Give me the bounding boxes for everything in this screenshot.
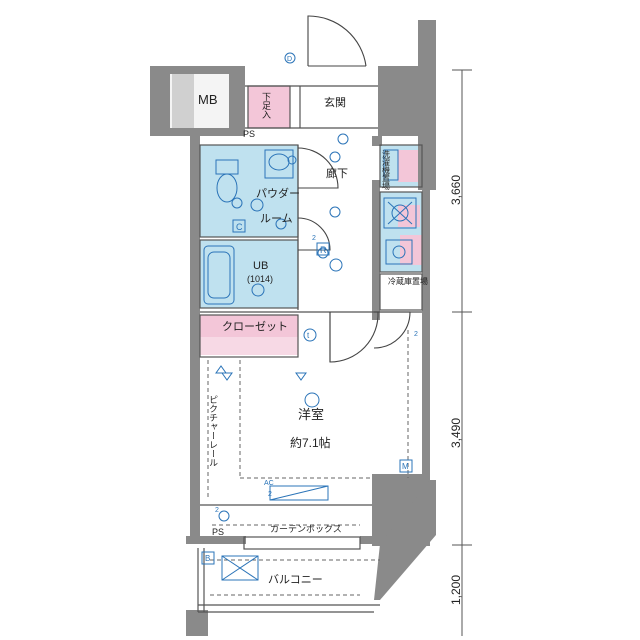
ub-size-label: (1014): [247, 274, 273, 284]
closet-lower: [200, 337, 298, 355]
balcony-label: バルコニー: [268, 573, 323, 586]
ub-label: UB: [253, 260, 268, 272]
youshitsu-label: 洋室: [298, 407, 324, 422]
kitchen-pink: [400, 235, 422, 265]
electrical-marks: [215, 52, 349, 522]
symbol-x2c: 2: [268, 491, 272, 498]
symbol-ac: AC: [264, 480, 274, 487]
balcony-wall: [374, 480, 436, 600]
thin-walls: [197, 85, 423, 613]
symbol-b: B: [205, 554, 210, 563]
mb-label: MB: [198, 92, 218, 107]
washer-pink: [398, 150, 420, 182]
symbol-m: M: [402, 462, 409, 471]
curtain-box-label: カーテンボックス: [270, 524, 342, 534]
symbol-two: 2: [312, 235, 316, 242]
getabako-area: [248, 86, 290, 128]
closet-label: クローゼット: [222, 320, 288, 333]
walls: [150, 20, 436, 636]
mb-hatch: [172, 72, 194, 128]
symbol-badges: [201, 219, 413, 565]
dim-3: 1,200: [449, 575, 463, 605]
symbol-x2b: 2: [414, 331, 418, 338]
fridge-label: 冷蔵庫置場: [388, 276, 428, 286]
getabako-label: 下足入: [261, 92, 271, 119]
doors: [297, 15, 411, 363]
symbol-d: D: [287, 56, 292, 63]
dim-1: 3,660: [449, 175, 463, 205]
symbol-r: R: [320, 245, 327, 255]
kitchen-pink-top: [398, 205, 420, 227]
symbol-c: C: [236, 222, 243, 232]
closet-area: [200, 315, 298, 337]
fixtures: [203, 149, 417, 581]
dashed-lines: [207, 330, 409, 596]
youshitsu-size-label: 約7.1帖: [290, 435, 331, 450]
unit-bath-area: [200, 240, 298, 308]
picture-rail-label: ピクチャーレール: [208, 395, 218, 467]
symbol-t: t: [307, 331, 310, 340]
dimension-lines: [452, 69, 472, 636]
powder-label-2: ルーム: [260, 212, 293, 225]
rouka-label: 廊下: [326, 166, 348, 180]
washer-label: 洗濯機置場: [382, 149, 391, 191]
ps-top-label: PS: [243, 129, 255, 139]
genkan-label: 玄関: [324, 95, 346, 109]
ps-bottom-label: PS: [212, 527, 224, 537]
powder-label-1: パウダー: [256, 186, 300, 200]
dim-2: 3,490: [449, 418, 463, 448]
symbol-x2: 2: [215, 507, 219, 514]
